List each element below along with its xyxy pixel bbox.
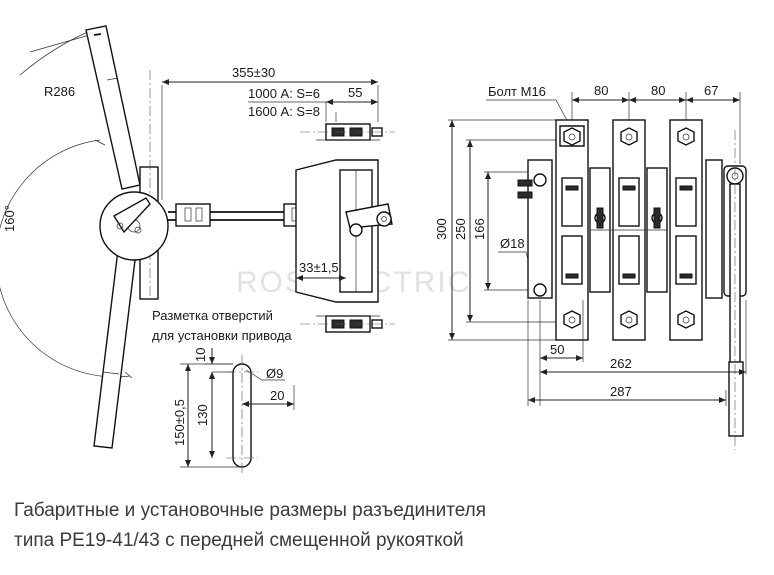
technical-drawing: ROSELECTRIC R286 160° — [0, 25, 747, 476]
busbar-3 — [669, 119, 703, 341]
bolt-1-top — [563, 127, 581, 146]
dim-80b: 80 — [651, 83, 665, 98]
dim-10: 10 — [193, 348, 208, 362]
rod-coupling-left — [175, 203, 211, 227]
handle-lower — [93, 249, 137, 449]
angle-label: 160° — [2, 205, 17, 232]
hub-lever — [113, 197, 151, 234]
dim-287: 287 — [610, 384, 632, 399]
marking-title-line2: для установки привода — [152, 328, 292, 343]
caption-line2: типа РЕ19-41/43 с передней смещенной рук… — [14, 530, 464, 551]
radius-label: R286 — [44, 84, 75, 99]
pole-3 — [669, 119, 703, 341]
front-handle-grip — [728, 361, 744, 437]
marking-title-line1: Разметка отверстий — [152, 308, 273, 323]
dim-67: 67 — [704, 83, 718, 98]
spec-1000: 1000 А: S=6 — [248, 86, 320, 101]
base-plate-right — [705, 159, 723, 299]
dim-130: 130 — [195, 404, 210, 426]
dim-166: 166 — [472, 218, 487, 240]
dim-hole18: Ø18 — [500, 236, 525, 251]
dim-250: 250 — [453, 218, 468, 240]
radius-arc — [19, 29, 93, 76]
bolt-label: Болт М16 — [488, 84, 546, 99]
dim-300: 300 — [434, 218, 449, 240]
drive-hub — [99, 191, 169, 261]
bolt-1-bottom — [563, 310, 581, 329]
dim-33: 33±1,5 — [299, 260, 339, 275]
dim-hole: Ø9 — [266, 366, 283, 381]
front-view: Болт М16 80 80 67 300 250 166 Ø18 — [434, 83, 747, 450]
spec-1600: 1600 А: S=8 — [248, 104, 320, 119]
overall-dim: 355±30 — [232, 65, 275, 80]
side-view: R286 160° — [0, 25, 395, 449]
caption-line1: Габаритные и установочные размеры разъед… — [14, 500, 487, 521]
dim-50: 50 — [550, 342, 564, 357]
bolt-2-bottom — [620, 310, 638, 329]
angle-arc — [0, 139, 131, 378]
handle-upper — [85, 25, 141, 190]
figure-caption: Габаритные и установочные размеры разъед… — [14, 496, 754, 556]
dim-20: 20 — [270, 388, 284, 403]
dim-262: 262 — [610, 356, 632, 371]
bolt-3-top — [677, 127, 695, 146]
dim-150: 150±0,5 — [172, 399, 187, 446]
bolt-2-top — [620, 127, 638, 146]
dim-80a: 80 — [594, 83, 608, 98]
mounting-hole-marking: Разметка отверстий для установки привода… — [152, 308, 295, 476]
bolt-3-bottom — [677, 310, 695, 329]
dim-55: 55 — [348, 85, 362, 100]
